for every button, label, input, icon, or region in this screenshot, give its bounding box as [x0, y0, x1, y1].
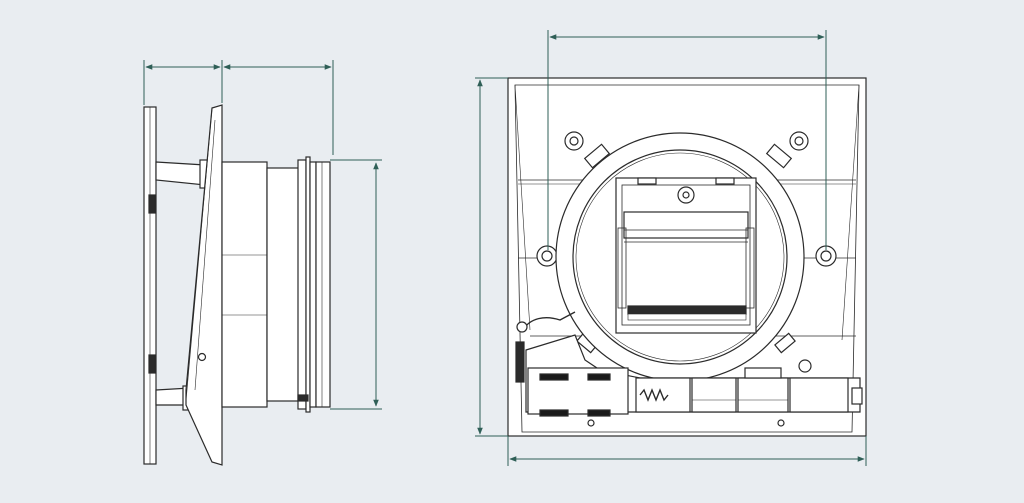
front-grille [185, 104, 223, 466]
plate-clip-top [148, 194, 156, 214]
ring-lug-right [765, 143, 793, 169]
spring-coil [639, 388, 669, 402]
ring-lug-bottom-right [774, 332, 796, 354]
ring-lug-left [583, 143, 611, 169]
inner-panel [514, 84, 860, 433]
terminal-block-1 [635, 377, 691, 413]
bolt-top [155, 161, 206, 186]
front-dimensions [475, 30, 867, 466]
shutter-blade [623, 211, 749, 239]
grille-screw [197, 352, 207, 362]
terminal-slot-1 [539, 373, 569, 381]
terminal-block-3 [737, 377, 789, 413]
flange-ring-2 [309, 161, 317, 408]
terminal-block-4 [789, 377, 849, 413]
screw-boss-mid-left [536, 245, 558, 267]
terminal-slot-3 [539, 409, 569, 417]
side-dimensions [143, 60, 382, 410]
control-board [527, 367, 629, 415]
front-view [507, 77, 867, 437]
motor-housing [221, 161, 268, 408]
screw-boss-top-left [564, 131, 584, 151]
bottom-screw-2 [777, 419, 785, 427]
plate-clip-bottom [148, 354, 156, 374]
flange-ring-3 [315, 161, 331, 408]
terminal-slot-4 [587, 409, 611, 417]
side-view [143, 104, 331, 466]
terminal-block-2 [691, 377, 737, 413]
impeller-ring-inner [572, 149, 788, 365]
screw-boss-top-right [789, 131, 809, 151]
shutter-bar [627, 305, 747, 315]
flange-ring-1 [305, 156, 311, 413]
duct-spigot [266, 167, 303, 402]
wire-gland [515, 341, 525, 383]
bottom-screw-1 [587, 419, 595, 427]
terminal-slot-2 [587, 373, 611, 381]
